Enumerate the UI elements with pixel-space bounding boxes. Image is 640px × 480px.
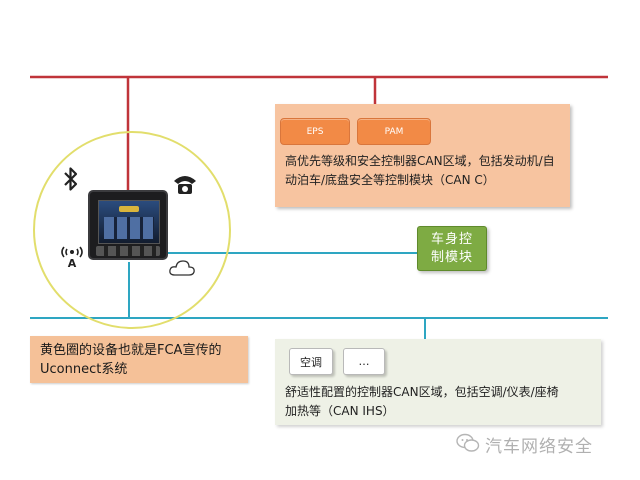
telephone-icon [172, 172, 198, 200]
wechat-icon [456, 433, 480, 457]
ac-ecu[interactable]: 空调 [289, 348, 333, 375]
screen-grid [104, 217, 154, 239]
can-c-panel: EPS PAM 高优先等级和安全控制器CAN区域，包括发动机/自动泊车/底盘安全… [275, 104, 570, 207]
pam-ecu[interactable]: PAM [357, 118, 431, 145]
eps-ecu[interactable]: EPS [280, 118, 350, 145]
head-unit-device[interactable] [88, 190, 168, 260]
uconnect-circle [33, 131, 231, 329]
gps-antenna-icon: A [58, 244, 86, 272]
more-ecu[interactable]: … [343, 348, 385, 375]
watermark-text: 汽车网络安全 [485, 437, 593, 457]
can-ihs-description: 舒适性配置的控制器CAN区域，包括空调/仪表/座椅加热等（CAN IHS） [285, 385, 559, 418]
head-unit-knobs [96, 246, 160, 256]
body-module-label: 车身控制模块 [430, 231, 473, 265]
svg-text:A: A [68, 257, 77, 268]
body-control-module[interactable]: 车身控制模块 [417, 226, 487, 271]
watermark: 汽车网络安全 [456, 432, 593, 457]
can-c-description: 高优先等级和安全控制器CAN区域，包括发动机/自动泊车/底盘安全等控制模块（CA… [285, 154, 555, 187]
screen-logo-icon [119, 206, 139, 212]
uconnect-label: 黄色圈的设备也就是FCA宣传的Uconnect系统 [40, 343, 222, 377]
bluetooth-icon [62, 166, 80, 196]
cloud-icon [168, 258, 196, 282]
uconnect-label-box: 黄色圈的设备也就是FCA宣传的Uconnect系统 [30, 336, 248, 383]
can-ihs-panel: 空调 … 舒适性配置的控制器CAN区域，包括空调/仪表/座椅加热等（CAN IH… [275, 339, 601, 425]
head-unit-screen [98, 200, 160, 244]
